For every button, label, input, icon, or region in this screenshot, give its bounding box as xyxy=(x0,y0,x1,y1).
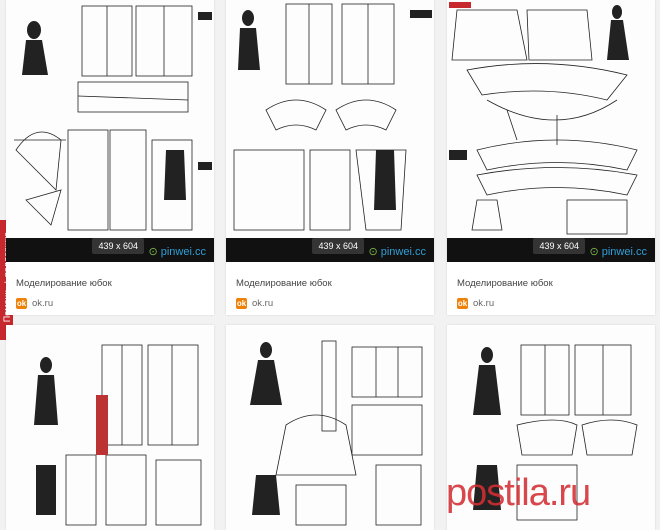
postila-watermark: postila.ru xyxy=(446,472,591,514)
image-dimensions-badge: 439 x 604 xyxy=(92,238,144,254)
pin-caption[interactable]: Моделирование юбок xyxy=(16,278,112,289)
pin-source[interactable]: ok ok.ru xyxy=(457,298,494,309)
image-dimensions-badge: 439 x 604 xyxy=(533,238,585,254)
pin-image-2[interactable]: 439 x 604 ⊙ pinwei.cc xyxy=(226,0,434,262)
odnoklassniki-icon: ok xyxy=(16,298,27,309)
source-label: ok.ru xyxy=(32,298,54,309)
source-label: ok.ru xyxy=(252,298,274,309)
pin-card-5[interactable] xyxy=(226,325,434,530)
image-watermark: ⊙ pinwei.cc xyxy=(589,246,647,258)
pin-caption[interactable]: Моделирование юбок xyxy=(457,278,553,289)
pin-image-5[interactable] xyxy=(226,325,434,530)
pin-image-6[interactable] xyxy=(447,325,655,530)
image-watermark: ⊙ pinwei.cc xyxy=(368,246,426,258)
pin-image-4[interactable] xyxy=(6,325,214,530)
image-watermark: ⊙ pinwei.cc xyxy=(148,246,206,258)
pin-source[interactable]: ok ok.ru xyxy=(16,298,53,309)
odnoklassniki-icon: ok xyxy=(236,298,247,309)
odnoklassniki-icon: ok xyxy=(457,298,468,309)
pin-card-4[interactable] xyxy=(6,325,214,530)
pin-card-6[interactable] xyxy=(447,325,655,530)
pin-card-2[interactable]: 439 x 604 ⊙ pinwei.cc Моделирование юбок… xyxy=(226,0,434,315)
source-label: ok.ru xyxy=(473,298,495,309)
image-dimensions-badge: 439 x 604 xyxy=(312,238,364,254)
pin-caption[interactable]: Моделирование юбок xyxy=(236,278,332,289)
pin-image-1[interactable]: 439 x 604 ⊙ pinwei.cc xyxy=(6,0,214,262)
pin-card-1[interactable]: 439 x 604 ⊙ pinwei.cc Моделирование юбок… xyxy=(6,0,214,315)
pin-card-3[interactable]: 439 x 604 ⊙ pinwei.cc Моделирование юбок… xyxy=(447,0,655,315)
pin-source[interactable]: ok ok.ru xyxy=(236,298,273,309)
pin-image-3[interactable]: 439 x 604 ⊙ pinwei.cc xyxy=(447,0,655,262)
